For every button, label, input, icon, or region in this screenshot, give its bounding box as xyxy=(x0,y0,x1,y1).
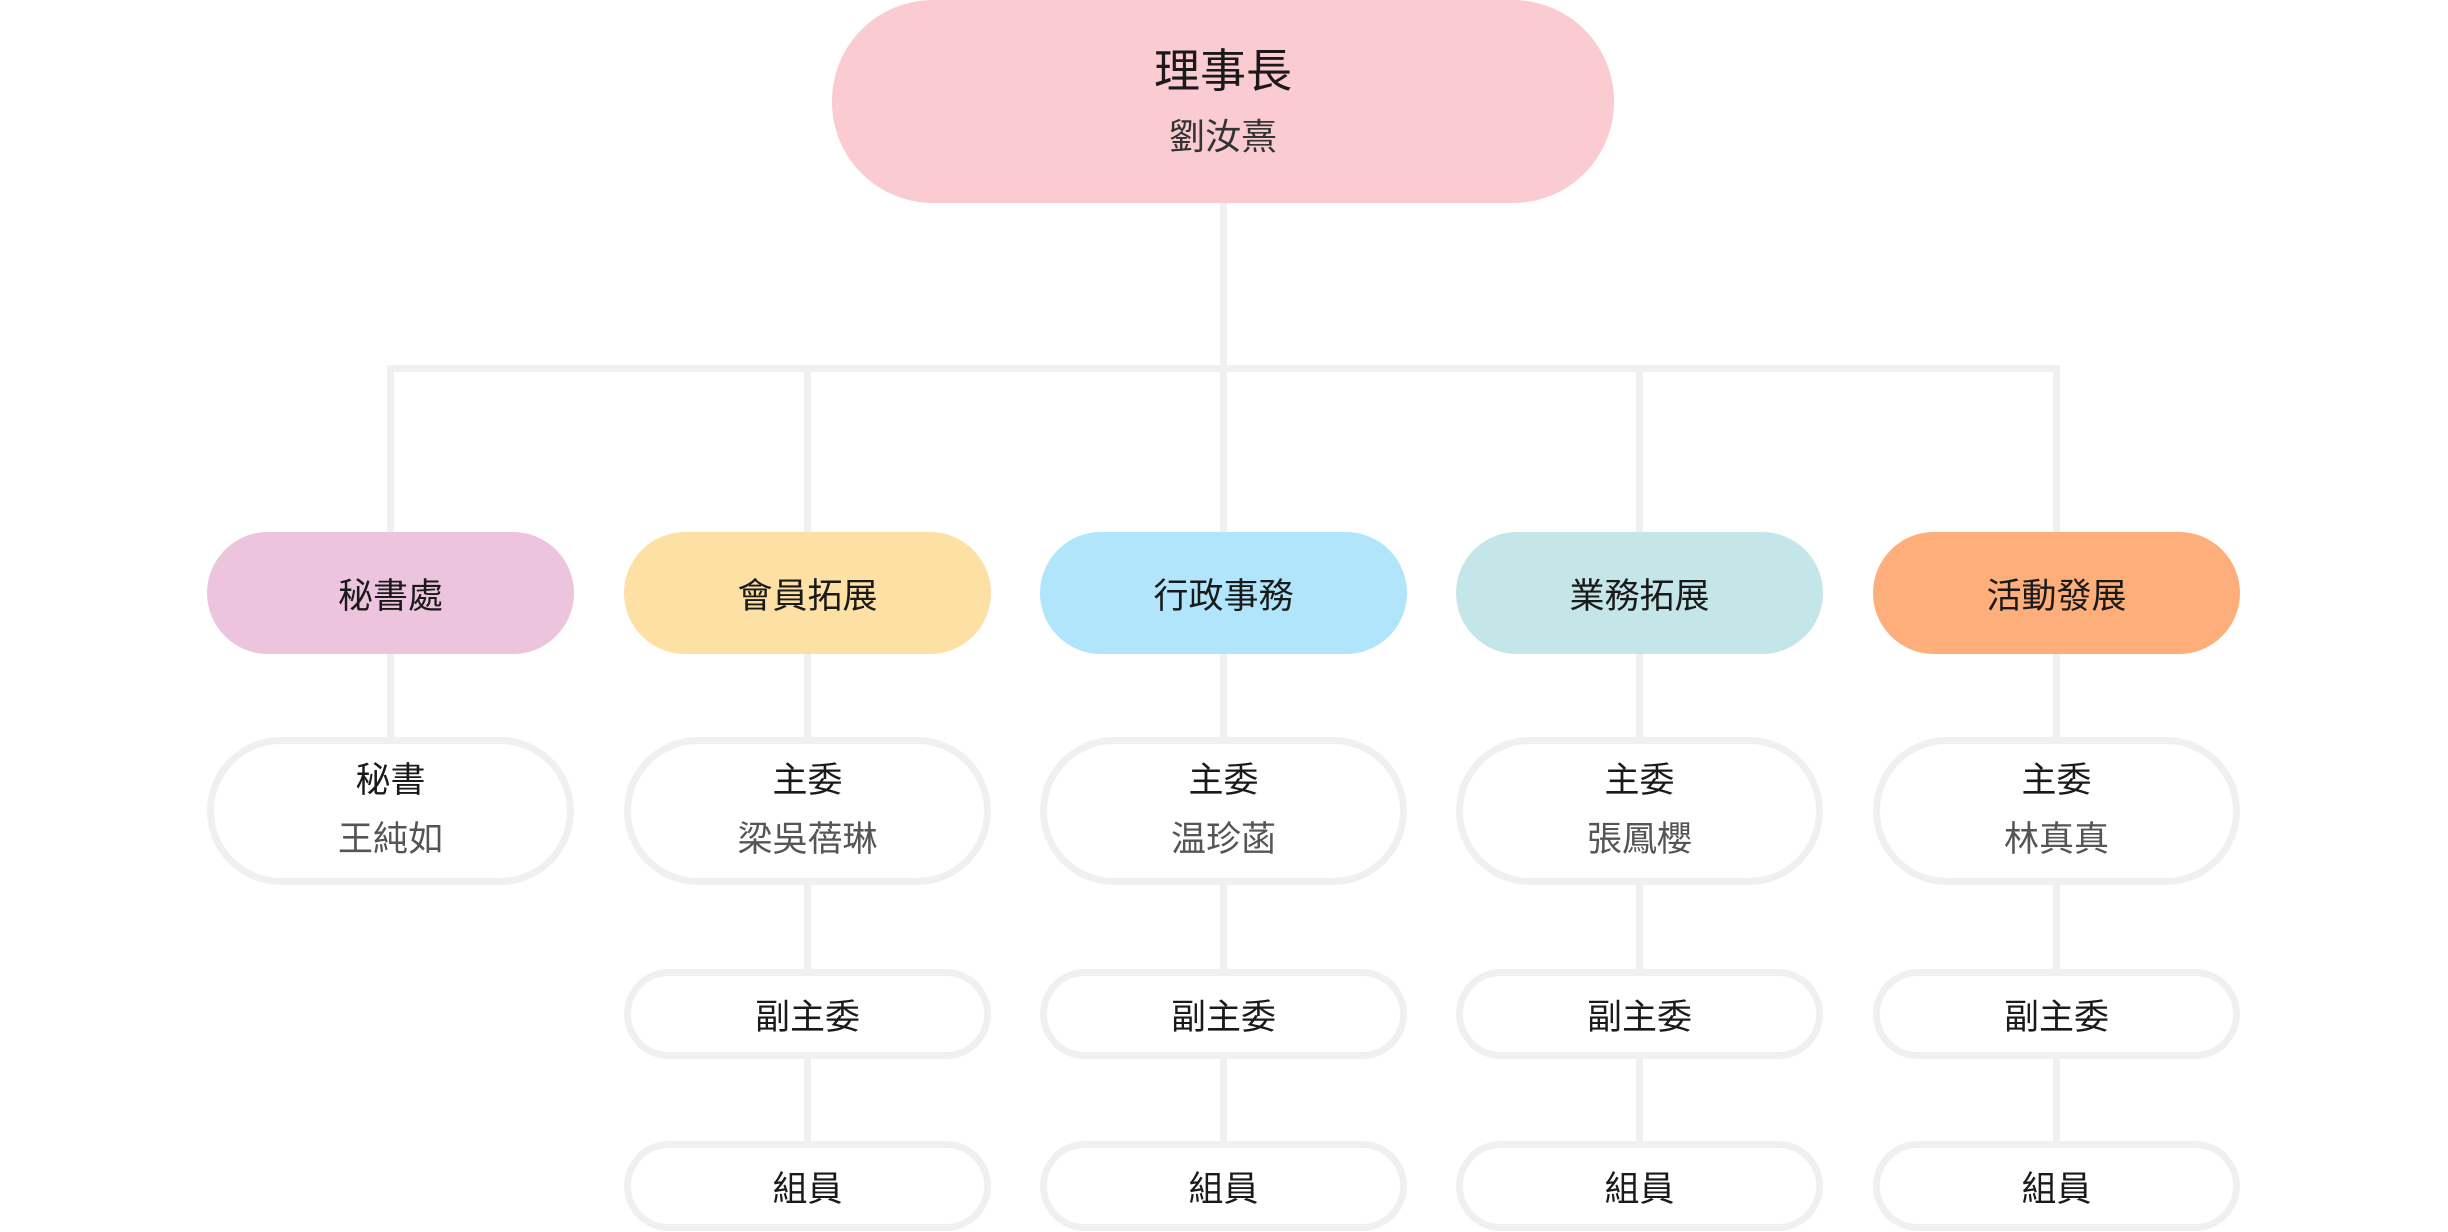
member-node-membership: 組員 xyxy=(624,1141,991,1231)
member-label: 組員 xyxy=(1188,1169,1259,1210)
dept-label: 行政事務 xyxy=(1153,576,1294,617)
dept-label: 業務拓展 xyxy=(1569,576,1710,617)
dept-label: 秘書處 xyxy=(337,576,443,617)
lead-name: 張鳳櫻 xyxy=(1586,820,1692,860)
member-node-administration: 組員 xyxy=(1040,1141,1407,1231)
vice-chair-node-events: 副主委 xyxy=(1873,969,2240,1059)
lead-node-business-chair: 主委 張鳳櫻 xyxy=(1456,737,1823,885)
root-name: 劉汝熹 xyxy=(1168,116,1277,158)
vice-chair-node-business: 副主委 xyxy=(1456,969,1823,1059)
lead-name: 梁吳蓓琳 xyxy=(737,820,878,860)
dept-node-secretariat: 秘書處 xyxy=(207,532,574,654)
lead-name: 林真真 xyxy=(2003,820,2109,860)
lead-title: 主委 xyxy=(2021,761,2092,801)
lead-title: 主委 xyxy=(1188,761,1259,801)
lead-node-administration-chair: 主委 温珍菡 xyxy=(1040,737,1407,885)
member-label: 組員 xyxy=(1604,1169,1675,1210)
dept-node-events: 活動發展 xyxy=(1873,532,2240,654)
member-node-business: 組員 xyxy=(1456,1141,1823,1231)
dept-label: 會員拓展 xyxy=(737,576,878,617)
vice-chair-label: 副主委 xyxy=(754,997,860,1038)
lead-title: 主委 xyxy=(772,761,843,801)
vice-chair-label: 副主委 xyxy=(1170,997,1276,1038)
vice-chair-node-membership: 副主委 xyxy=(624,969,991,1059)
root-node-chairman: 理事長 劉汝熹 xyxy=(832,0,1614,203)
dept-node-membership: 會員拓展 xyxy=(624,532,991,654)
dept-node-administration: 行政事務 xyxy=(1040,532,1407,654)
vice-chair-node-administration: 副主委 xyxy=(1040,969,1407,1059)
member-label: 組員 xyxy=(772,1169,843,1210)
connector-root-down xyxy=(1220,203,1227,369)
root-title: 理事長 xyxy=(1154,43,1292,98)
member-node-events: 組員 xyxy=(1873,1141,2240,1231)
lead-title: 主委 xyxy=(1604,761,1675,801)
lead-node-membership-chair: 主委 梁吳蓓琳 xyxy=(624,737,991,885)
vice-chair-label: 副主委 xyxy=(1586,997,1692,1038)
member-label: 組員 xyxy=(2021,1169,2092,1210)
lead-name: 王純如 xyxy=(337,820,443,860)
lead-title: 秘書 xyxy=(355,761,426,801)
dept-node-business: 業務拓展 xyxy=(1456,532,1823,654)
lead-node-secretary: 秘書 王純如 xyxy=(207,737,574,885)
dept-label: 活動發展 xyxy=(1986,576,2127,617)
vice-chair-label: 副主委 xyxy=(2003,997,2109,1038)
lead-name: 温珍菡 xyxy=(1170,820,1276,860)
lead-node-events-chair: 主委 林真真 xyxy=(1873,737,2240,885)
